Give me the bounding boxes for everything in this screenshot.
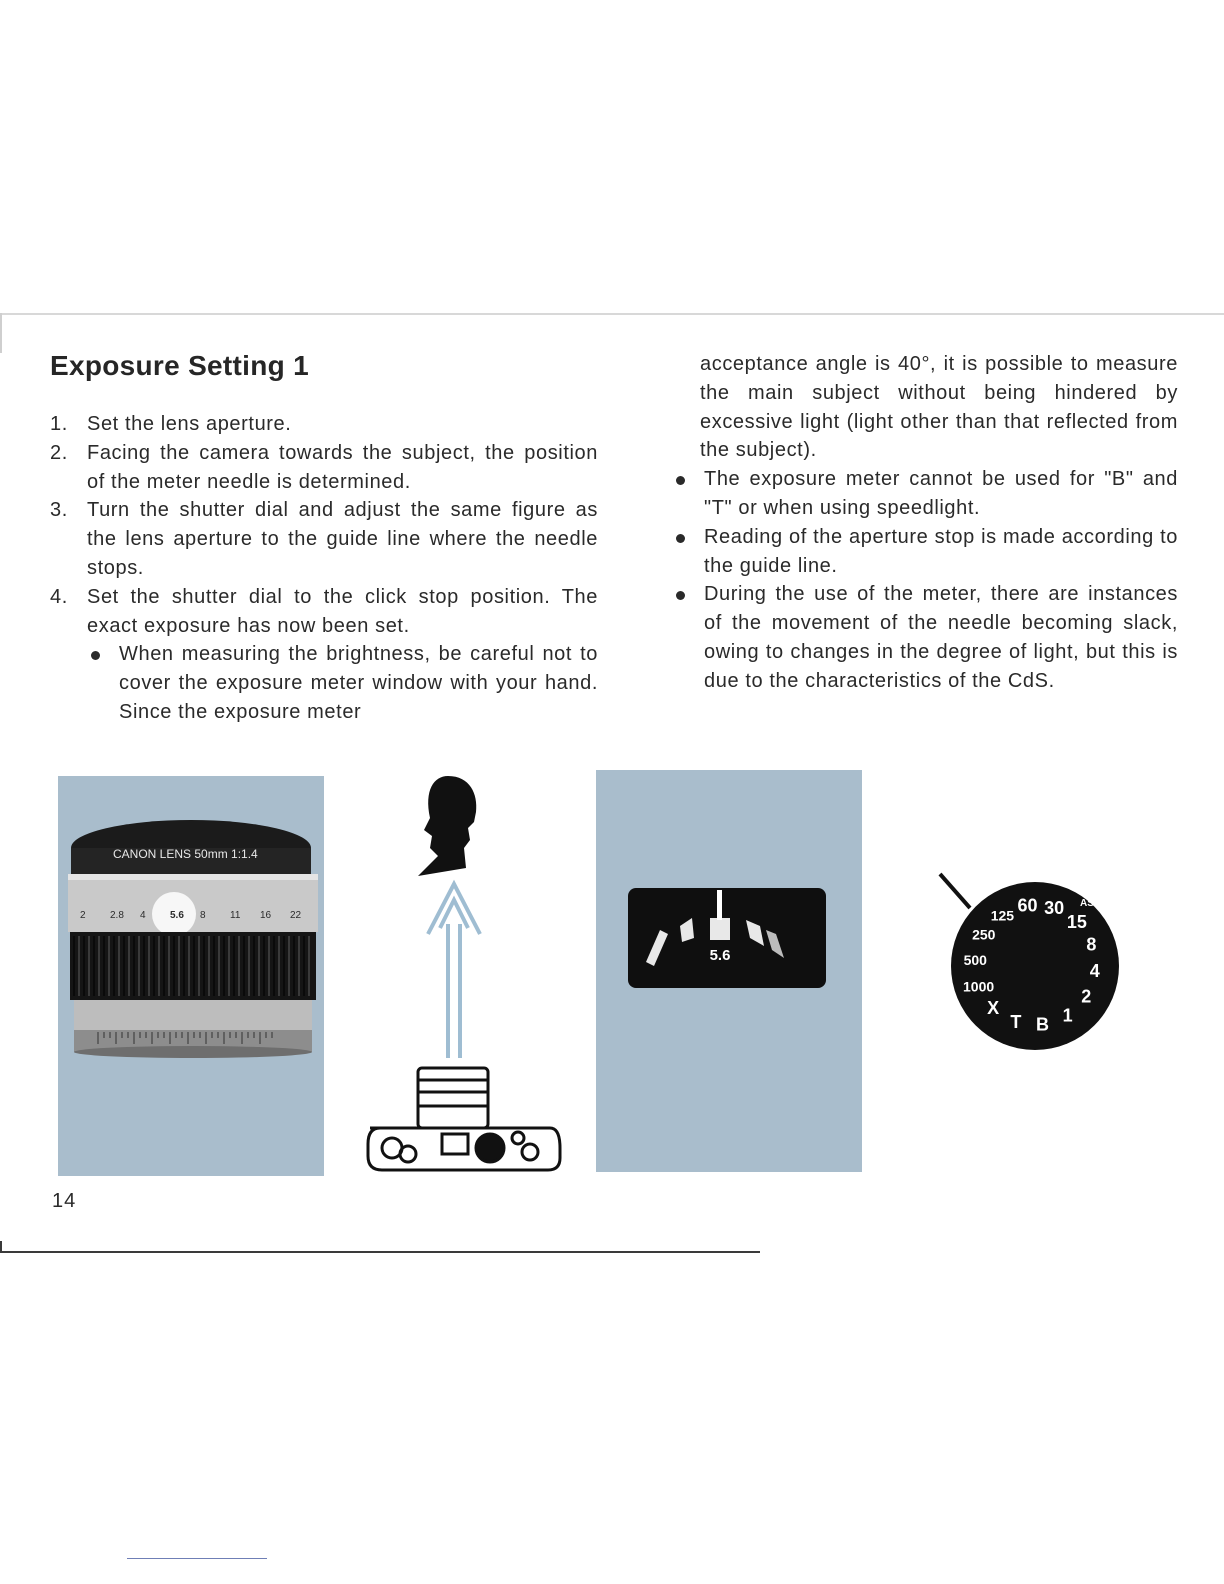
step-text: Set the lens aperture.: [87, 413, 292, 435]
bullet-dot: [672, 580, 704, 695]
note-text: During the use of the meter, there are i…: [704, 583, 1178, 692]
step-number: 2.: [50, 441, 68, 464]
footer-rule: [127, 1558, 267, 1559]
aperture-scale-label: 11: [230, 910, 241, 921]
page-title: Exposure Setting 1: [50, 350, 310, 381]
guide-line-icon: [938, 872, 972, 910]
right-column: acceptance angle is 40°, it is possible …: [672, 350, 1178, 696]
shutter-speed-label: 1000: [963, 979, 994, 995]
bullet-dot: [87, 640, 119, 726]
aperture-scale-label: 8: [200, 910, 206, 921]
shutter-speed-label: 4: [1090, 961, 1100, 981]
continued-note-text: acceptance angle is 40°, it is possible …: [700, 353, 1178, 462]
note-text: The exposure meter cannot be used for "B…: [704, 468, 1178, 519]
step-text: Facing the camera towards the subject, t…: [87, 441, 598, 493]
subject-silhouette: [418, 776, 477, 876]
aperture-scale-label: 4: [140, 910, 146, 921]
bullet-dot: [672, 523, 704, 581]
note-bullet: The exposure meter cannot be used for "B…: [672, 465, 1178, 523]
left-edge-mark: [0, 313, 2, 353]
step-4: 4. Set the shutter dial to the click sto…: [50, 583, 598, 641]
shutter-speed-label: 250: [972, 927, 996, 943]
bullet-dot: [672, 465, 704, 523]
shutter-speed-label: 500: [964, 952, 988, 968]
step-1: 1. Set the lens aperture.: [50, 410, 598, 439]
aperture-scale-label: 16: [260, 910, 272, 921]
shutter-speed-label: B: [1036, 1015, 1049, 1035]
asa-mark-label: ASA: [1080, 898, 1101, 909]
step-3: 3. Turn the shutter dial and adjust the …: [50, 496, 598, 582]
arrow-icon: [426, 879, 482, 1058]
shutter-speed-label: 2: [1081, 986, 1091, 1006]
bottom-edge-mark: [0, 1241, 2, 1253]
step-number: 4.: [50, 585, 68, 608]
dial-icon: [951, 882, 1119, 1050]
shutter-speed-label: 1: [1063, 1005, 1073, 1025]
lens-photo: CANON LENS 50mm 1:1.4 2 2.8 4 5.6 8 11 16 22: [58, 776, 324, 1176]
aperture-scale-label: 5.6: [170, 910, 184, 921]
shutter-speed-label: X: [987, 998, 999, 1018]
bottom-rule: [0, 1251, 760, 1253]
shutter-speed-label: 30: [1044, 898, 1064, 918]
shutter-speed-label: T: [1010, 1012, 1021, 1032]
camera-top-view-icon: [366, 1066, 562, 1172]
left-column: 1. Set the lens aperture. 2. Facing the …: [50, 410, 598, 727]
step-text: Turn the shutter dial and adjust the sam…: [87, 499, 598, 579]
page-number: 14: [52, 1190, 77, 1212]
step-2: 2. Facing the camera towards the subject…: [50, 439, 598, 497]
note-bullet: Reading of the aperture stop is made acc…: [672, 523, 1178, 581]
shutter-speed-label: 8: [1086, 935, 1096, 955]
aperture-scale-label: 22: [290, 910, 302, 921]
metering-diagram: [360, 776, 570, 1176]
step-text: Set the shutter dial to the click stop p…: [87, 585, 598, 637]
shutter-speed-label: 125: [991, 908, 1015, 924]
shutter-speed-label: 60: [1017, 896, 1037, 916]
note-text: Reading of the aperture stop is made acc…: [704, 525, 1178, 577]
step-number: 3.: [50, 499, 68, 522]
lens-engraving-text: CANON LENS 50mm 1:1.4: [113, 847, 258, 861]
aperture-scale-label: 2.8: [110, 910, 124, 921]
aperture-scale-label: 2: [80, 910, 86, 921]
step-number: 1.: [50, 413, 68, 435]
note-bullet: During the use of the meter, there are i…: [672, 580, 1178, 695]
top-rule: [0, 313, 1224, 315]
shutter-speed-label: 15: [1067, 912, 1087, 932]
note-text: When measuring the brightness, be carefu…: [119, 643, 598, 723]
meter-window-photo: 5.6: [596, 770, 862, 1172]
note-bullet: When measuring the brightness, be carefu…: [87, 640, 598, 726]
meter-reading-text: 5.6: [710, 947, 731, 964]
